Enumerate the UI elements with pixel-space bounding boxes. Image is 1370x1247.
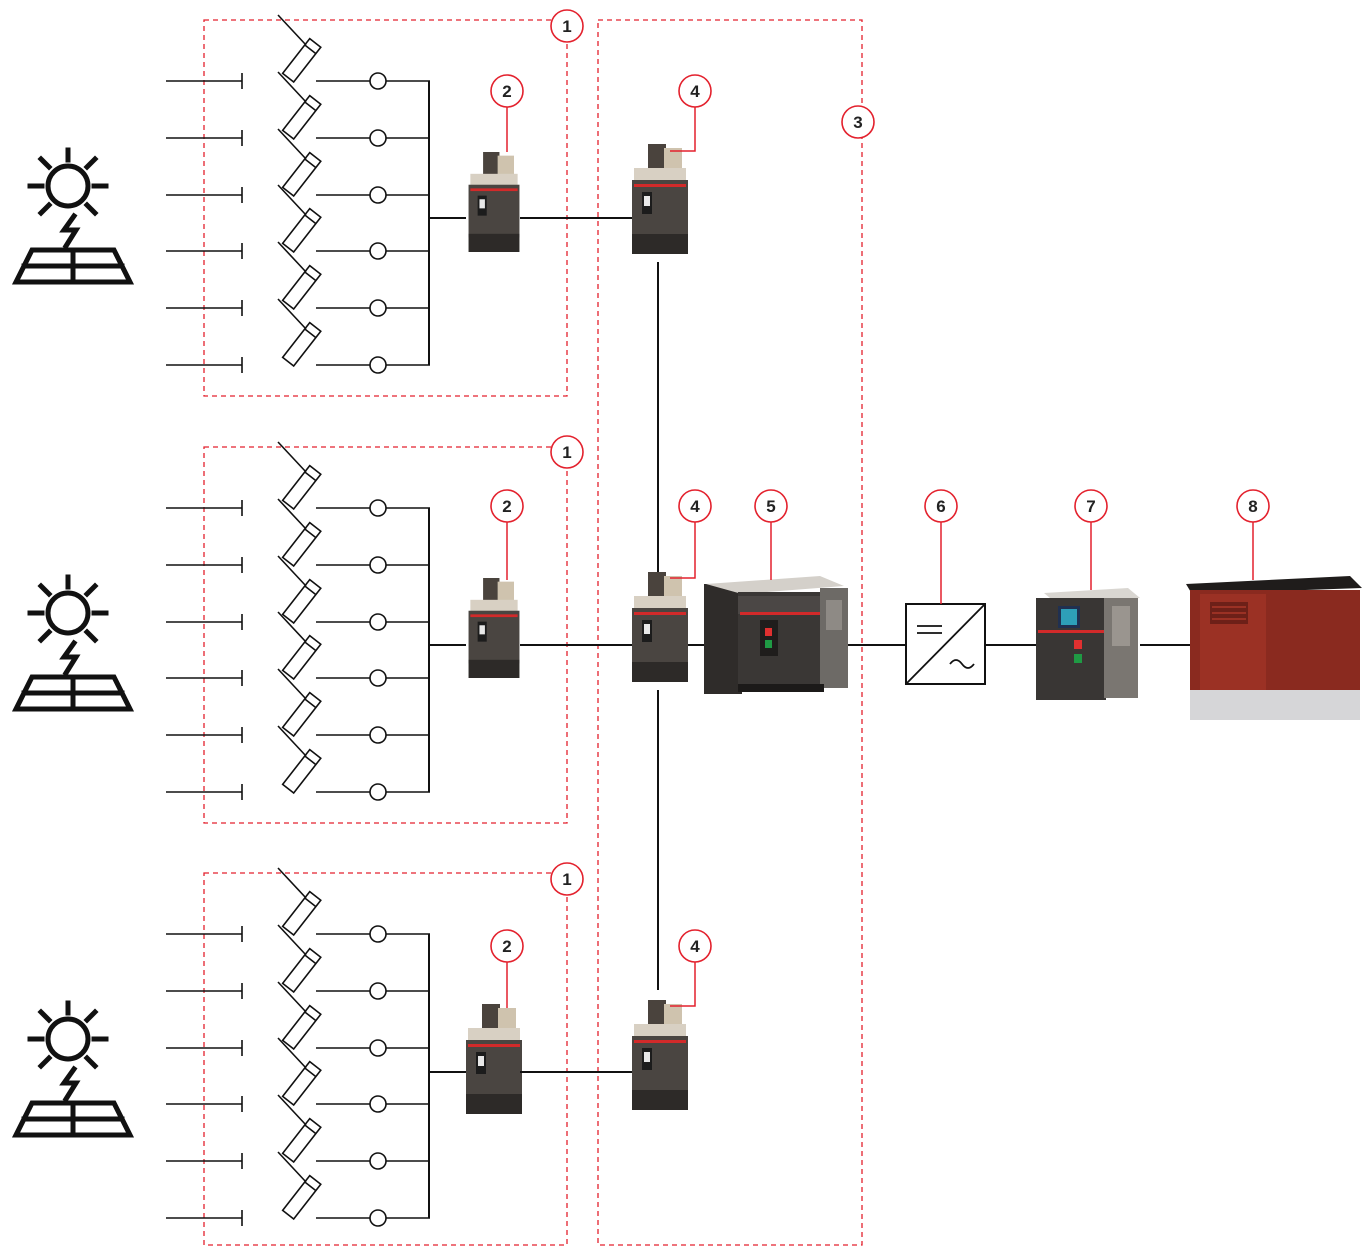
callout-2: 2 xyxy=(490,74,524,152)
callout-1: 1 xyxy=(550,435,584,469)
string-row xyxy=(165,441,431,517)
string-row xyxy=(165,981,431,1057)
string-breaker xyxy=(466,1004,522,1114)
air-circuit-breaker-main xyxy=(704,576,848,694)
solar-panel-sun-icon xyxy=(16,1003,130,1135)
string-box-middle xyxy=(203,446,568,824)
string-row xyxy=(165,241,431,317)
callout-5: 5 xyxy=(754,489,788,580)
callout-label: 4 xyxy=(690,82,700,101)
string-breaker xyxy=(468,152,520,252)
solar-panel-sun-icon xyxy=(16,577,130,709)
dc-switchboard-box xyxy=(597,19,863,1246)
callout-label: 5 xyxy=(766,497,775,516)
string-row xyxy=(165,1037,431,1113)
string-row xyxy=(165,498,431,574)
string-group-bottom xyxy=(165,867,632,1227)
callout-label: 1 xyxy=(562,443,571,462)
string-row xyxy=(165,725,431,801)
callout-label: 1 xyxy=(562,870,571,889)
callout-label: 8 xyxy=(1248,497,1257,516)
string-group-top xyxy=(165,14,632,374)
string-breaker xyxy=(468,578,520,678)
string-row xyxy=(165,298,431,374)
callout-label: 2 xyxy=(502,497,511,516)
callout-label: 2 xyxy=(502,937,511,956)
callout-3: 3 xyxy=(841,105,875,139)
string-box-top xyxy=(203,19,568,397)
dc-ac-inverter-icon xyxy=(905,603,986,685)
string-row xyxy=(165,1151,431,1227)
air-circuit-breaker-ac xyxy=(1036,588,1140,700)
callout-6: 6 xyxy=(924,489,958,604)
callout-label: 6 xyxy=(936,497,945,516)
string-row xyxy=(165,128,431,204)
callout-1: 1 xyxy=(550,862,584,896)
callout-7: 7 xyxy=(1074,489,1108,590)
callout-1: 1 xyxy=(550,9,584,43)
callout-label: 1 xyxy=(562,17,571,36)
callout-label: 4 xyxy=(690,937,700,956)
incoming-breaker-middle xyxy=(632,572,688,682)
callout-4: 4 xyxy=(670,74,712,152)
string-row xyxy=(165,184,431,260)
callout-2: 2 xyxy=(490,489,524,580)
callout-2: 2 xyxy=(490,929,524,1008)
callout-4: 4 xyxy=(670,489,712,579)
string-row xyxy=(165,611,431,687)
solar-panel-sun-icon xyxy=(16,150,130,282)
string-row xyxy=(165,1094,431,1170)
incoming-breaker-bottom xyxy=(632,1000,688,1110)
string-box-bottom xyxy=(203,872,568,1246)
callout-4: 4 xyxy=(670,929,712,1007)
callout-label: 7 xyxy=(1086,497,1095,516)
string-row xyxy=(165,71,431,147)
callout-label: 4 xyxy=(690,497,700,516)
string-row xyxy=(165,14,431,90)
dc-switchboard xyxy=(632,144,848,1110)
string-row xyxy=(165,924,431,1000)
callout-label: 2 xyxy=(502,82,511,101)
string-row xyxy=(165,867,431,943)
string-row xyxy=(165,555,431,631)
incoming-breaker-top xyxy=(632,144,688,254)
string-group-middle xyxy=(165,441,632,801)
transformer-substation xyxy=(1186,576,1362,720)
string-row xyxy=(165,668,431,744)
callout-8: 8 xyxy=(1236,489,1270,580)
callout-label: 3 xyxy=(853,113,862,132)
